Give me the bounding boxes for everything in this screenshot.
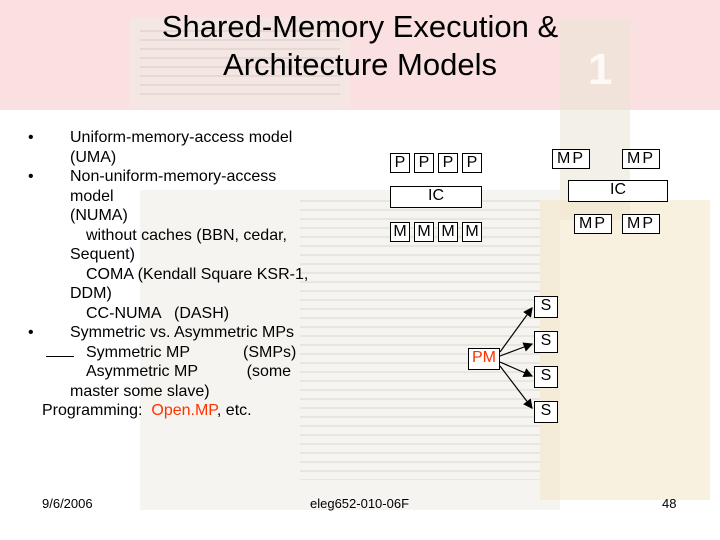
arrow xyxy=(499,342,534,357)
list-item: master some slave) xyxy=(28,382,358,402)
interconnect-box: IC xyxy=(390,186,482,208)
background-page xyxy=(130,18,350,108)
bullet-text: Asymmetric MP (some xyxy=(86,363,292,380)
slave-box: S xyxy=(534,296,558,318)
memory-processor-box: MP xyxy=(552,149,590,169)
background-decoration: 1 xyxy=(588,45,613,94)
list-item: without caches (BBN, cedar, xyxy=(28,226,358,246)
list-item: COMA (Kendall Square KSR-1, xyxy=(28,265,358,285)
bullet-text: COMA (Kendall Square KSR-1, xyxy=(86,265,309,283)
list-item: CC-NUMA (DASH) xyxy=(28,304,358,324)
list-item: Symmetric MP (SMPs) xyxy=(28,343,358,363)
arrow xyxy=(499,365,533,409)
dash-mark xyxy=(46,355,74,357)
memory-box: M xyxy=(390,222,410,242)
list-item: Asymmetric MP (some xyxy=(28,362,358,382)
list-item: •Uniform-memory-access model xyxy=(28,129,293,146)
background-book-cover xyxy=(540,200,710,500)
arrow xyxy=(499,361,534,378)
bullet-text: (NUMA) xyxy=(70,207,128,224)
background-text-lines xyxy=(140,30,340,100)
bullet-text: (UMA) xyxy=(70,148,117,166)
memory-box: M xyxy=(438,222,458,242)
processor-box: P xyxy=(462,153,482,173)
interconnect-box: IC xyxy=(568,180,668,202)
list-item: (UMA) xyxy=(28,148,358,168)
memory-box: M xyxy=(462,222,482,242)
bullet-list: •Uniform-memory-access model (UMA) •Non-… xyxy=(28,128,358,421)
title-line-2: Architecture Models xyxy=(223,47,497,82)
slave-box: S xyxy=(534,401,558,423)
background-text-lines xyxy=(300,200,540,480)
arrow xyxy=(499,307,533,353)
bullet-text: CC-NUMA (DASH) xyxy=(86,304,230,322)
footer-date: 9/6/2006 xyxy=(42,496,93,511)
footer-course: eleg652-010-06F xyxy=(310,496,410,511)
processor-box: P xyxy=(438,153,458,173)
bullet-text: Non-uniform-memory-access xyxy=(70,168,277,185)
programming-suffix: , etc. xyxy=(216,402,252,419)
list-item: Sequent) xyxy=(28,245,358,265)
bullet-text: DDM) xyxy=(70,285,112,302)
memory-processor-box: MP xyxy=(622,214,660,234)
list-item: model xyxy=(28,187,358,207)
list-item: •Symmetric vs. Asymmetric MPs xyxy=(28,324,295,341)
bullet-text: model xyxy=(70,187,114,205)
list-item: •Non-uniform-memory-access xyxy=(28,168,277,185)
bullet-text: Uniform-memory-access model xyxy=(70,129,293,146)
memory-box: M xyxy=(414,222,434,242)
bullet-text: Symmetric MP (SMPs) xyxy=(86,343,297,361)
bullet-text: Symmetric vs. Asymmetric MPs xyxy=(70,324,295,341)
master-processor-box: PM xyxy=(468,348,500,370)
memory-processor-box: MP xyxy=(622,149,660,169)
processor-box: P xyxy=(414,153,434,173)
processor-box: P xyxy=(390,153,410,173)
list-item: Programming: Open.MP, etc. xyxy=(28,401,358,421)
slave-box: S xyxy=(534,366,558,388)
list-item: DDM) xyxy=(28,284,358,304)
memory-processor-box: MP xyxy=(574,214,612,234)
slide-title: Shared-Memory Execution & Architecture M… xyxy=(80,8,640,84)
footer-page-number: 48 xyxy=(662,496,677,511)
list-item: (NUMA) xyxy=(28,206,358,226)
title-line-1: Shared-Memory Execution & xyxy=(161,9,559,44)
bullet-text: master some slave) xyxy=(70,382,210,400)
programming-label: Programming: xyxy=(42,402,152,419)
programming-highlight: Open.MP xyxy=(151,402,217,419)
bullet-text: without caches (BBN, cedar, xyxy=(86,226,287,244)
slave-box: S xyxy=(534,331,558,353)
bullet-text: Sequent) xyxy=(70,246,135,263)
